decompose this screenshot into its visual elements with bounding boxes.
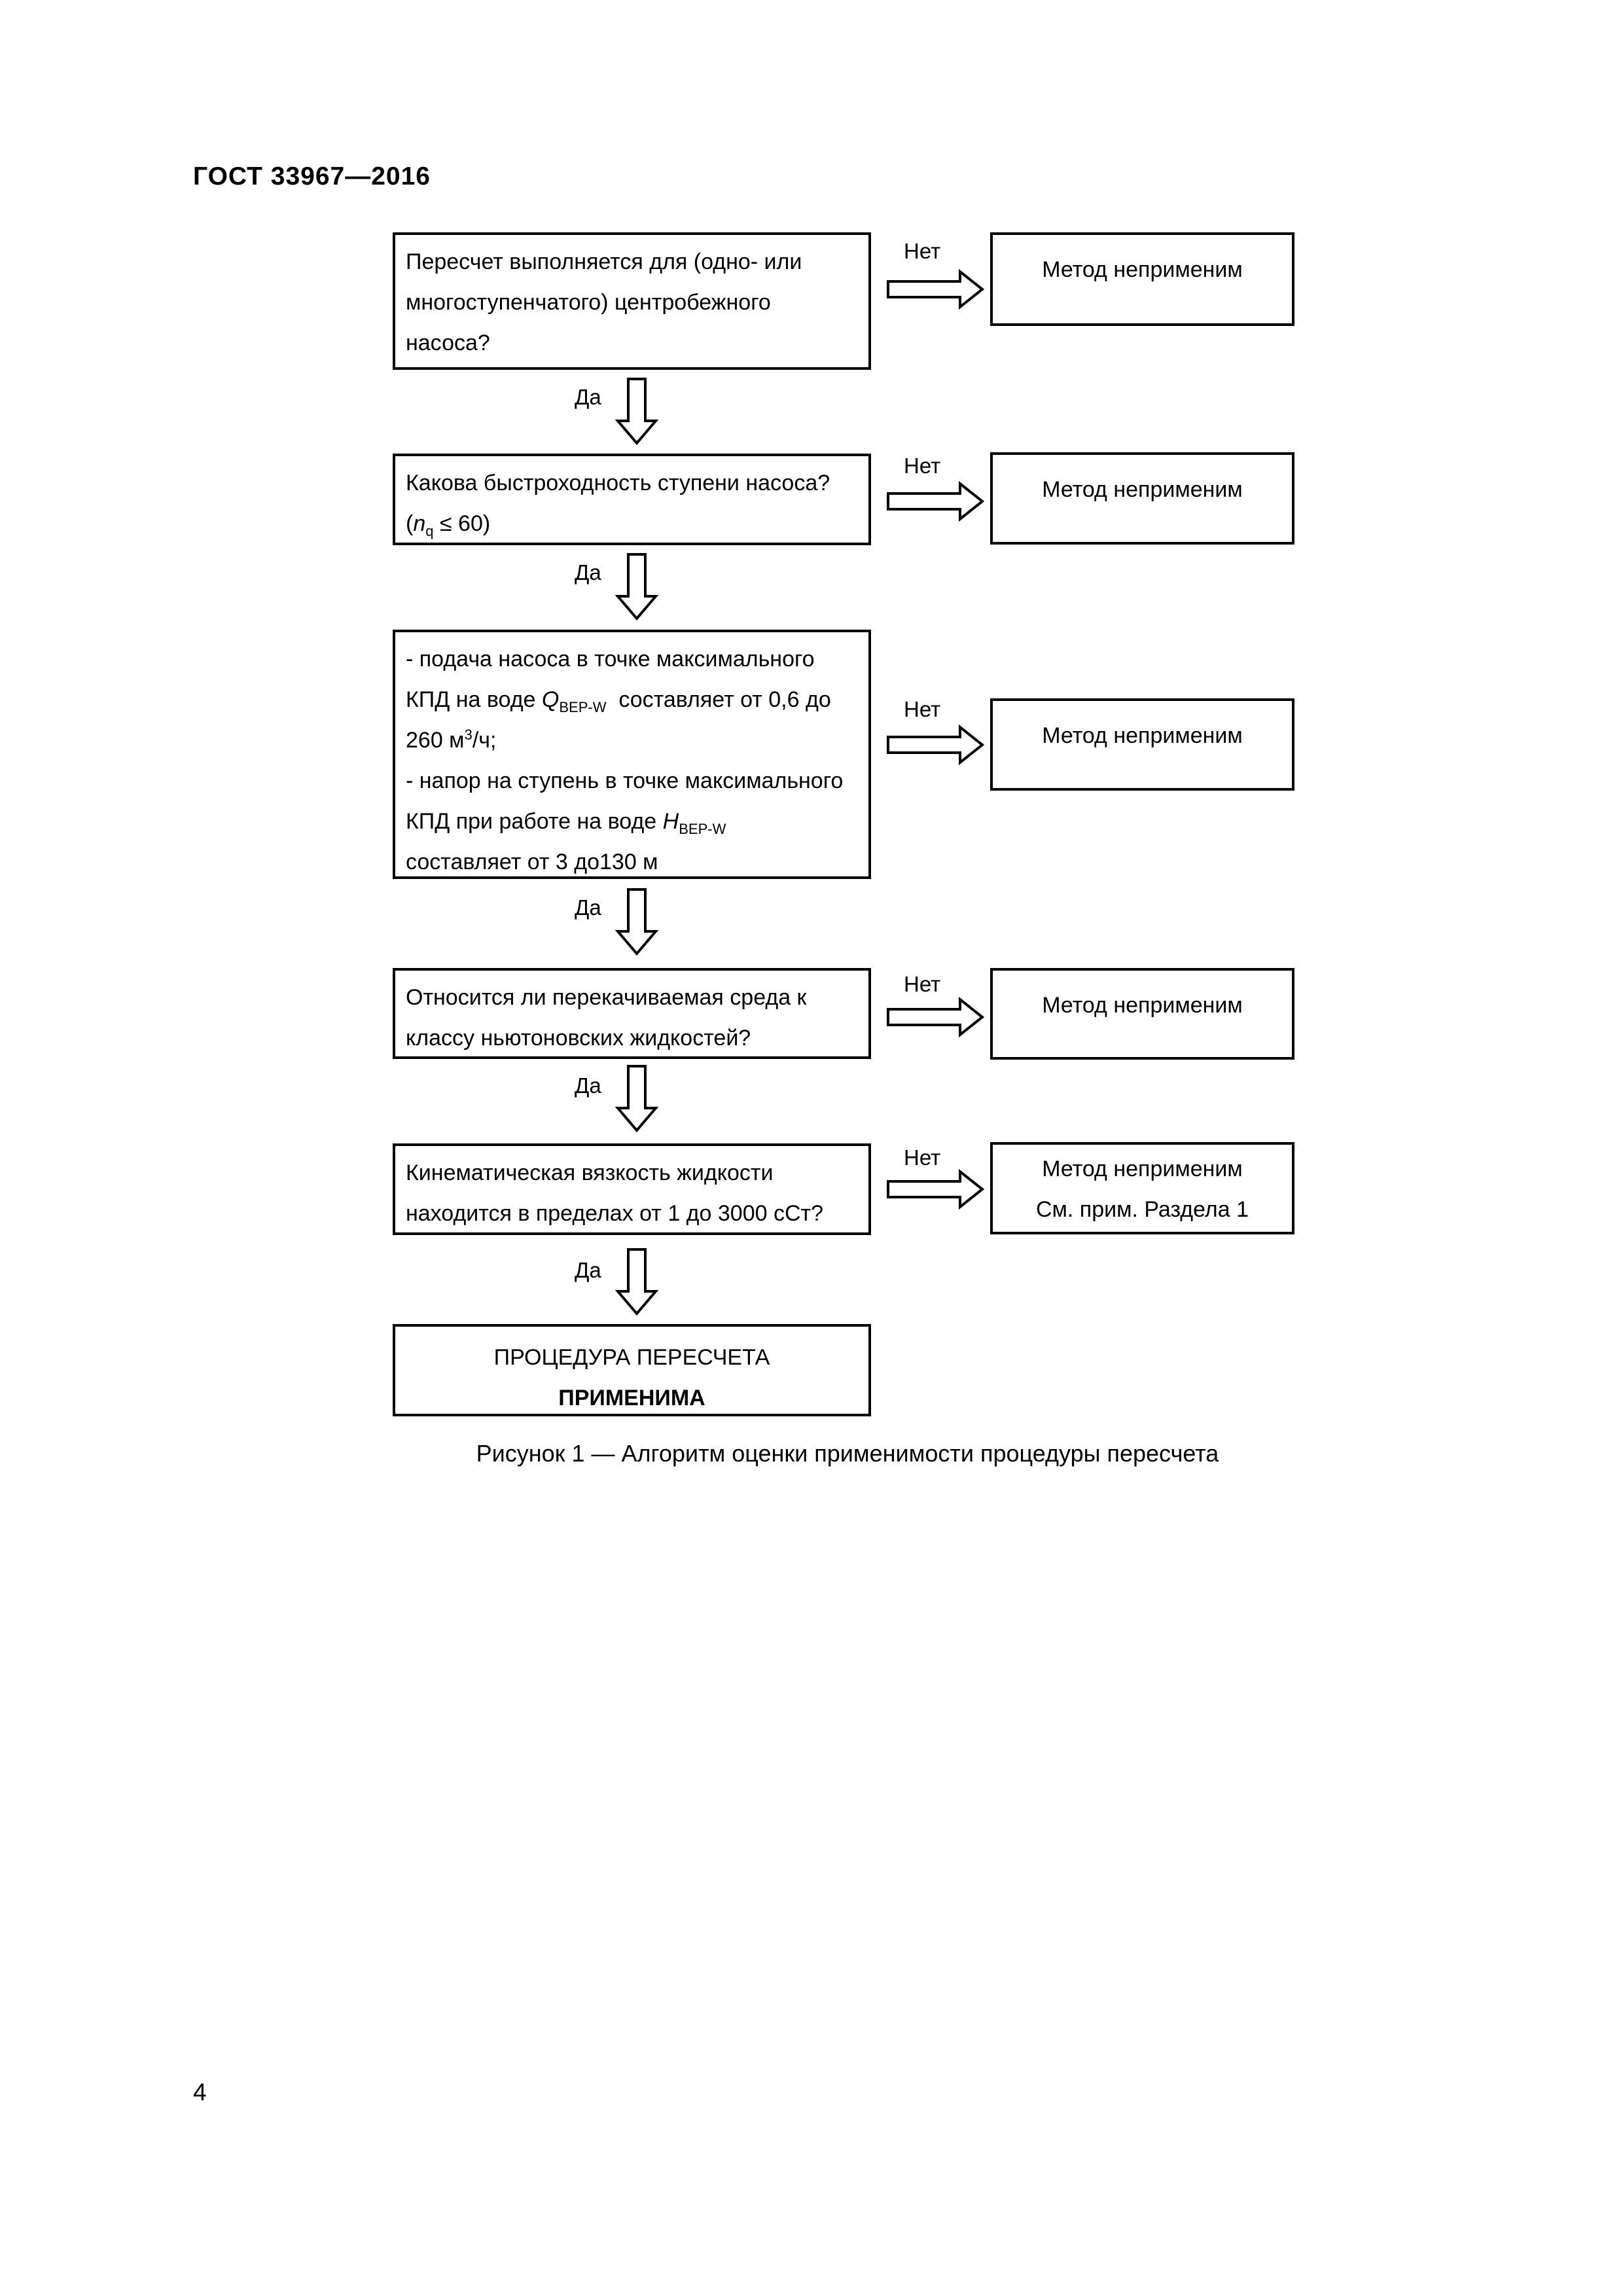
- question-box-5: Кинематическая вязкость жидкости находит…: [393, 1143, 871, 1235]
- question-3-line-4: - напор на ступень в точке максимального: [406, 768, 844, 793]
- yes-arrow-5-icon: [615, 1248, 659, 1316]
- result-3-line-1: Метод неприменим: [1042, 723, 1243, 748]
- question-5-line-1: Кинематическая вязкость жидкости: [406, 1160, 774, 1185]
- yes-arrow-1-icon: [615, 378, 659, 446]
- no-label-1: Нет: [904, 239, 941, 263]
- no-arrow-4-icon: [887, 996, 985, 1038]
- figure-caption: Рисунок 1 — Алгоритм оценки применимости…: [476, 1440, 1219, 1467]
- yes-label-3: Да: [575, 895, 601, 920]
- no-arrow-5-icon: [887, 1168, 985, 1210]
- yes-arrow-4-icon: [615, 1065, 659, 1133]
- no-arrow-2-icon: [887, 480, 985, 522]
- question-3-line-5: КПД при работе на воде HBEP-W: [406, 809, 726, 837]
- yes-label-5: Да: [575, 1258, 601, 1282]
- result-box-2: Метод неприменим: [990, 452, 1294, 545]
- yes-arrow-3-icon: [615, 888, 659, 956]
- question-2-line-2: (nq ≤ 60): [406, 511, 491, 539]
- no-label-5: Нет: [904, 1145, 941, 1170]
- question-1-line-2: многоступенчатого) центробежного: [406, 290, 771, 315]
- result-box-4: Метод неприменим: [990, 968, 1294, 1060]
- final-line-2: ПРИМЕНИМА: [558, 1386, 705, 1410]
- no-arrow-3-icon: [887, 724, 985, 766]
- no-label-2: Нет: [904, 454, 941, 478]
- final-line-1: ПРОЦЕДУРА ПЕРЕСЧЕТА: [493, 1345, 770, 1370]
- result-4-line-1: Метод неприменим: [1042, 993, 1243, 1018]
- result-5-line-1: Метод неприменим: [1042, 1157, 1243, 1181]
- question-3-line-3: 260 м3/ч;: [406, 726, 497, 753]
- question-3-line-6: составляет от 3 до130 м: [406, 850, 658, 874]
- question-box-3: - подача насоса в точке максимального КП…: [393, 630, 871, 879]
- question-1-line-3: насоса?: [406, 331, 490, 355]
- yes-label-2: Да: [575, 560, 601, 584]
- question-2-line-1: Какова быстроходность ступени насоса?: [406, 471, 830, 495]
- yes-label-1: Да: [575, 385, 601, 409]
- no-label-3: Нет: [904, 697, 941, 721]
- no-label-4: Нет: [904, 972, 941, 996]
- question-box-1: Пересчет выполняется для (одно- или мног…: [393, 232, 871, 370]
- question-box-2: Какова быстроходность ступени насоса? (n…: [393, 454, 871, 545]
- question-5-line-2: находится в пределах от 1 до 3000 сСт?: [406, 1201, 823, 1226]
- question-4-line-1: Относится ли перекачиваемая среда к: [406, 985, 807, 1010]
- result-1-line-1: Метод неприменим: [1042, 257, 1243, 282]
- no-arrow-1-icon: [887, 268, 985, 310]
- question-4-line-2: классу ньютоновских жидкостей?: [406, 1026, 751, 1050]
- question-3-line-1: - подача насоса в точке максимального: [406, 647, 815, 672]
- yes-arrow-2-icon: [615, 553, 659, 621]
- result-box-3: Метод неприменим: [990, 698, 1294, 791]
- yes-label-4: Да: [575, 1073, 601, 1098]
- question-1-line-1: Пересчет выполняется для (одно- или: [406, 249, 802, 274]
- page-number: 4: [193, 2079, 207, 2106]
- result-box-1: Метод неприменим: [990, 232, 1294, 326]
- result-box-5: Метод неприменим См. прим. Раздела 1: [990, 1142, 1294, 1234]
- result-2-line-1: Метод неприменим: [1042, 477, 1243, 502]
- document-header: ГОСТ 33967—2016: [193, 162, 431, 190]
- final-box: ПРОЦЕДУРА ПЕРЕСЧЕТА ПРИМЕНИМА: [393, 1324, 871, 1416]
- result-5-line-2: См. прим. Раздела 1: [1035, 1197, 1249, 1222]
- question-box-4: Относится ли перекачиваемая среда к клас…: [393, 968, 871, 1059]
- question-3-line-2: КПД на воде QBEP-W составляет от 0,6 до: [406, 687, 831, 715]
